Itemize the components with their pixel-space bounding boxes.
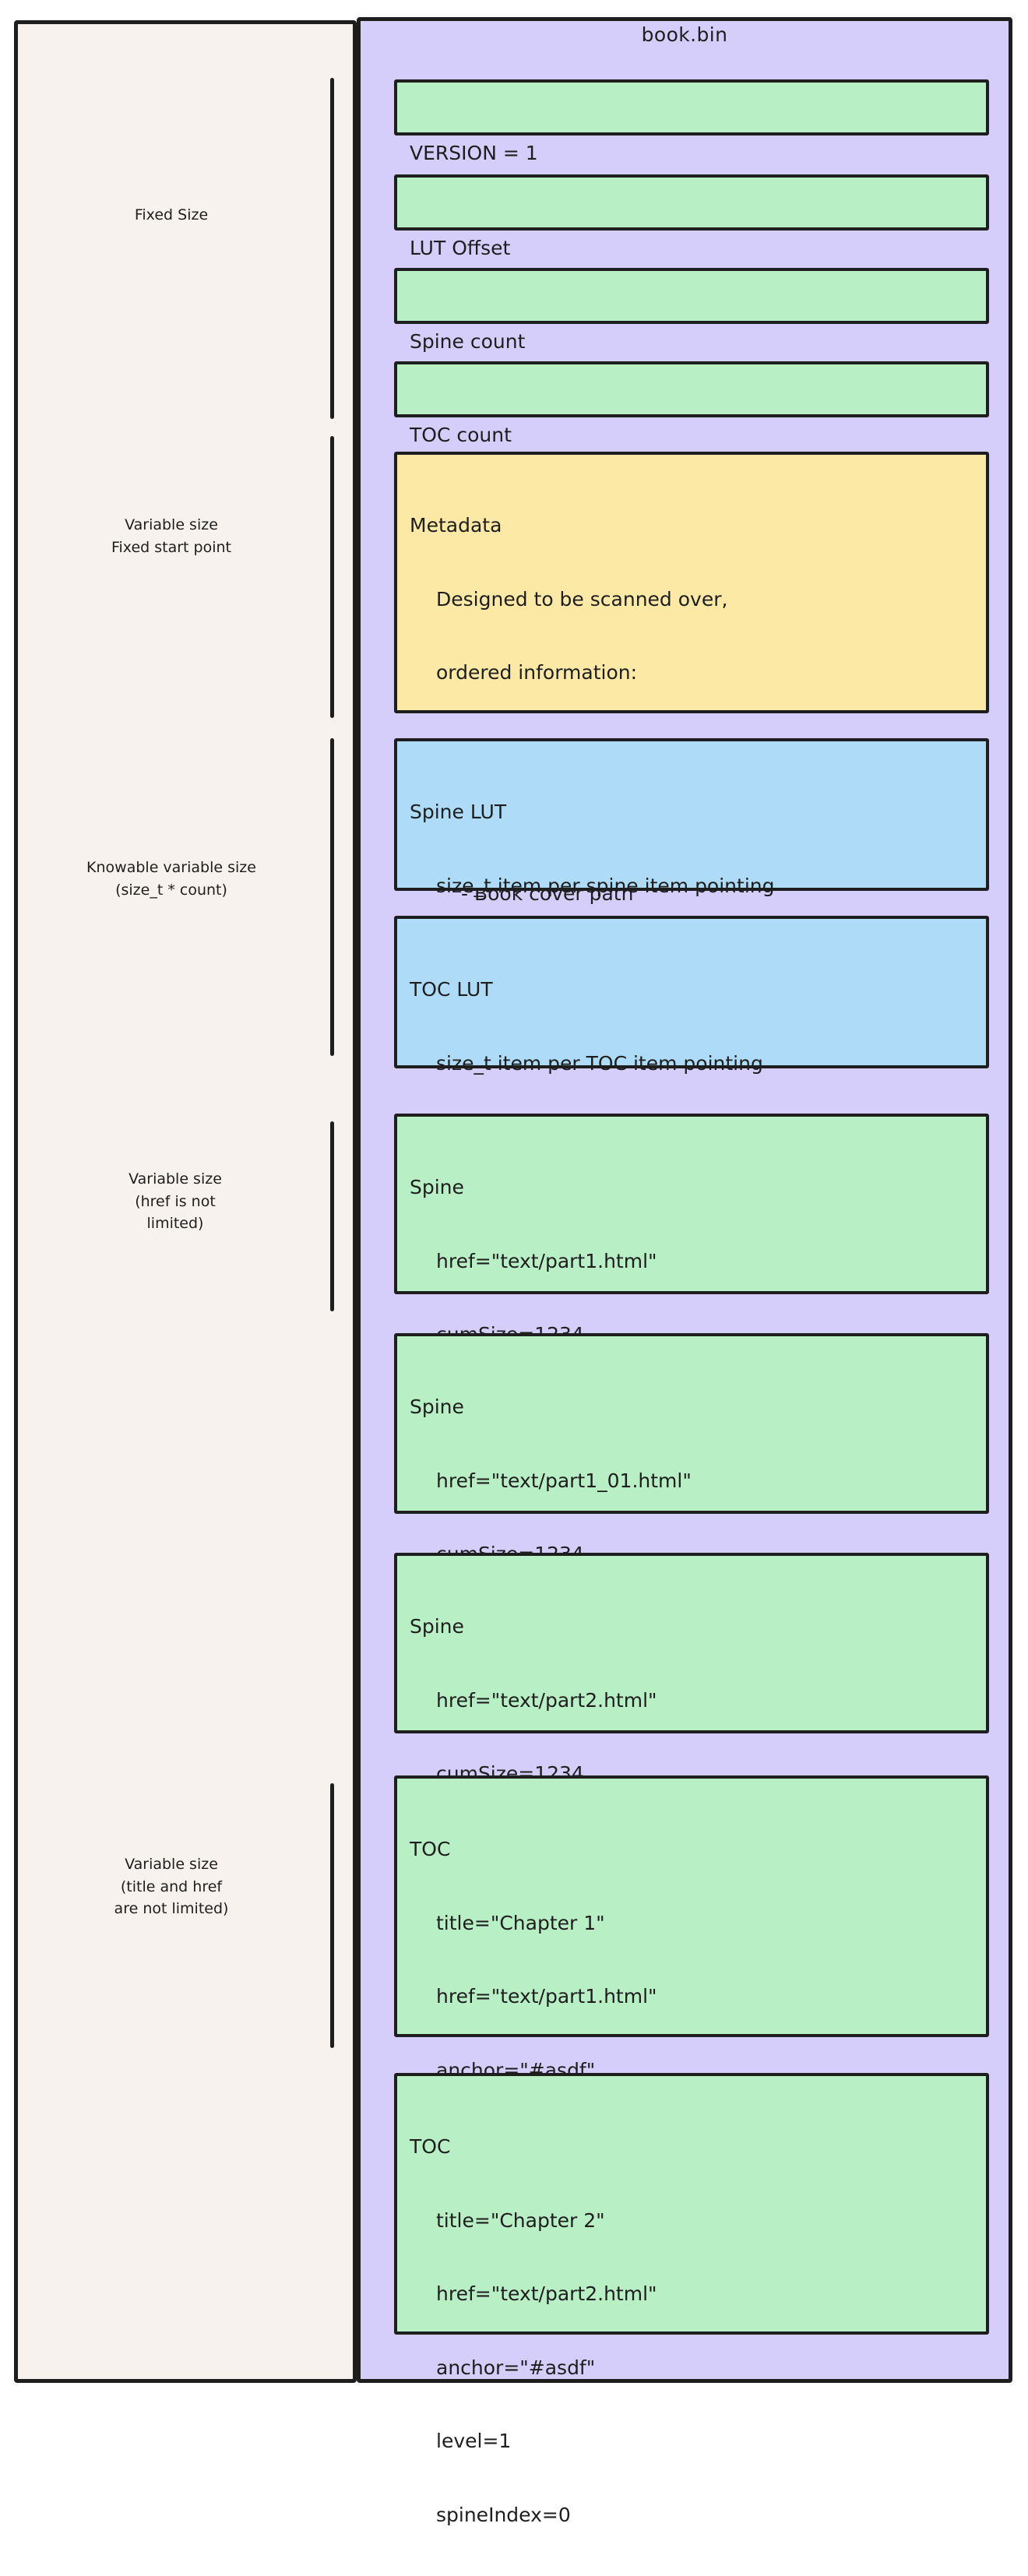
record-line: href="text/part1.html" [436,1985,657,2008]
record-spine-1: Spine href="text/part1.html" cumSize=123… [394,1114,989,1420]
record-line: Spine [410,1395,464,1418]
record-toc-lut: TOC LUT size_t item per TOC item pointin… [394,916,989,1148]
bracket-rule-variable-href [330,1121,334,1311]
record-line: TOC [410,1838,451,1860]
caption-variable-size-href: Variable size (href is not limited) [128,1170,222,1232]
record-line: Spine [410,1615,464,1638]
record-line: TOC count [410,424,512,446]
record-line: VERSION = 1 [410,142,538,164]
record-line: level=1 [436,2430,512,2452]
record-toc-1: TOC title="Chapter 1" href="text/part1.h… [394,1775,989,2229]
record-line: title="Chapter 1" [436,1911,605,1934]
record-metadata: Metadata Designed to be scanned over, or… [394,452,989,905]
record-lut-offset: LUT Offset [394,174,989,259]
record-toc-2: TOC title="Chapter 2" href="text/part2.h… [394,2073,989,2526]
record-spine-lut: Spine LUT size_t item per spine item poi… [394,738,989,970]
bracket-rule-knowable-variable [330,738,334,1056]
record-line: ordered information: [436,661,638,684]
diagram-canvas: book.bin Fixed Size Variable size Fixed … [14,17,1012,2526]
record-spine-2: Spine href="text/part1_01.html" cumSize=… [394,1333,989,1639]
bracket-rule-variable-title-href [330,1783,334,2048]
record-line: Designed to be scanned over, [436,587,728,611]
caption-variable-fixed-start: Variable size Fixed start point [111,516,232,556]
record-line: title="Chapter 2" [436,2208,605,2232]
record-line: TOC LUT [410,978,493,1001]
record-line: href="text/part1_01.html" [436,1469,692,1492]
record-line: anchor="#asdf" [436,2356,596,2379]
bracket-rule-fixed-size [330,78,334,419]
record-line: href="text/part2.html" [436,2282,657,2305]
caption-knowable-variable-size: Knowable variable size (size_t * count) [86,859,256,899]
caption-variable-size-title-href: Variable size (title and href are not li… [114,1856,229,1917]
record-line: size_t item per TOC item pointing [436,1051,763,1075]
file-title: book.bin [641,23,728,46]
bracket-rule-variable-fixed-start [330,436,334,718]
record-line: href="text/part1.html" [436,1249,657,1272]
record-line: Spine count [410,330,526,353]
record-toc-count: TOC count [394,361,989,446]
record-version: VERSION = 1 [394,79,989,164]
record-line: size_t item per spine item pointing [436,874,775,897]
record-line: Metadata [410,514,502,537]
caption-fixed-size: Fixed Size [134,206,209,223]
record-line: spineIndex=0 [436,2503,571,2526]
record-line: LUT Offset [410,237,511,259]
record-line: TOC [410,2135,451,2158]
left-annotation-panel [14,20,357,2383]
record-spine-3: Spine href="text/part2.html" cumSize=123… [394,1553,989,1859]
record-line: href="text/part2.html" [436,1688,657,1712]
record-line: Spine LUT [410,801,507,823]
record-spine-count: Spine count [394,268,989,353]
record-line: Spine [410,1176,464,1198]
